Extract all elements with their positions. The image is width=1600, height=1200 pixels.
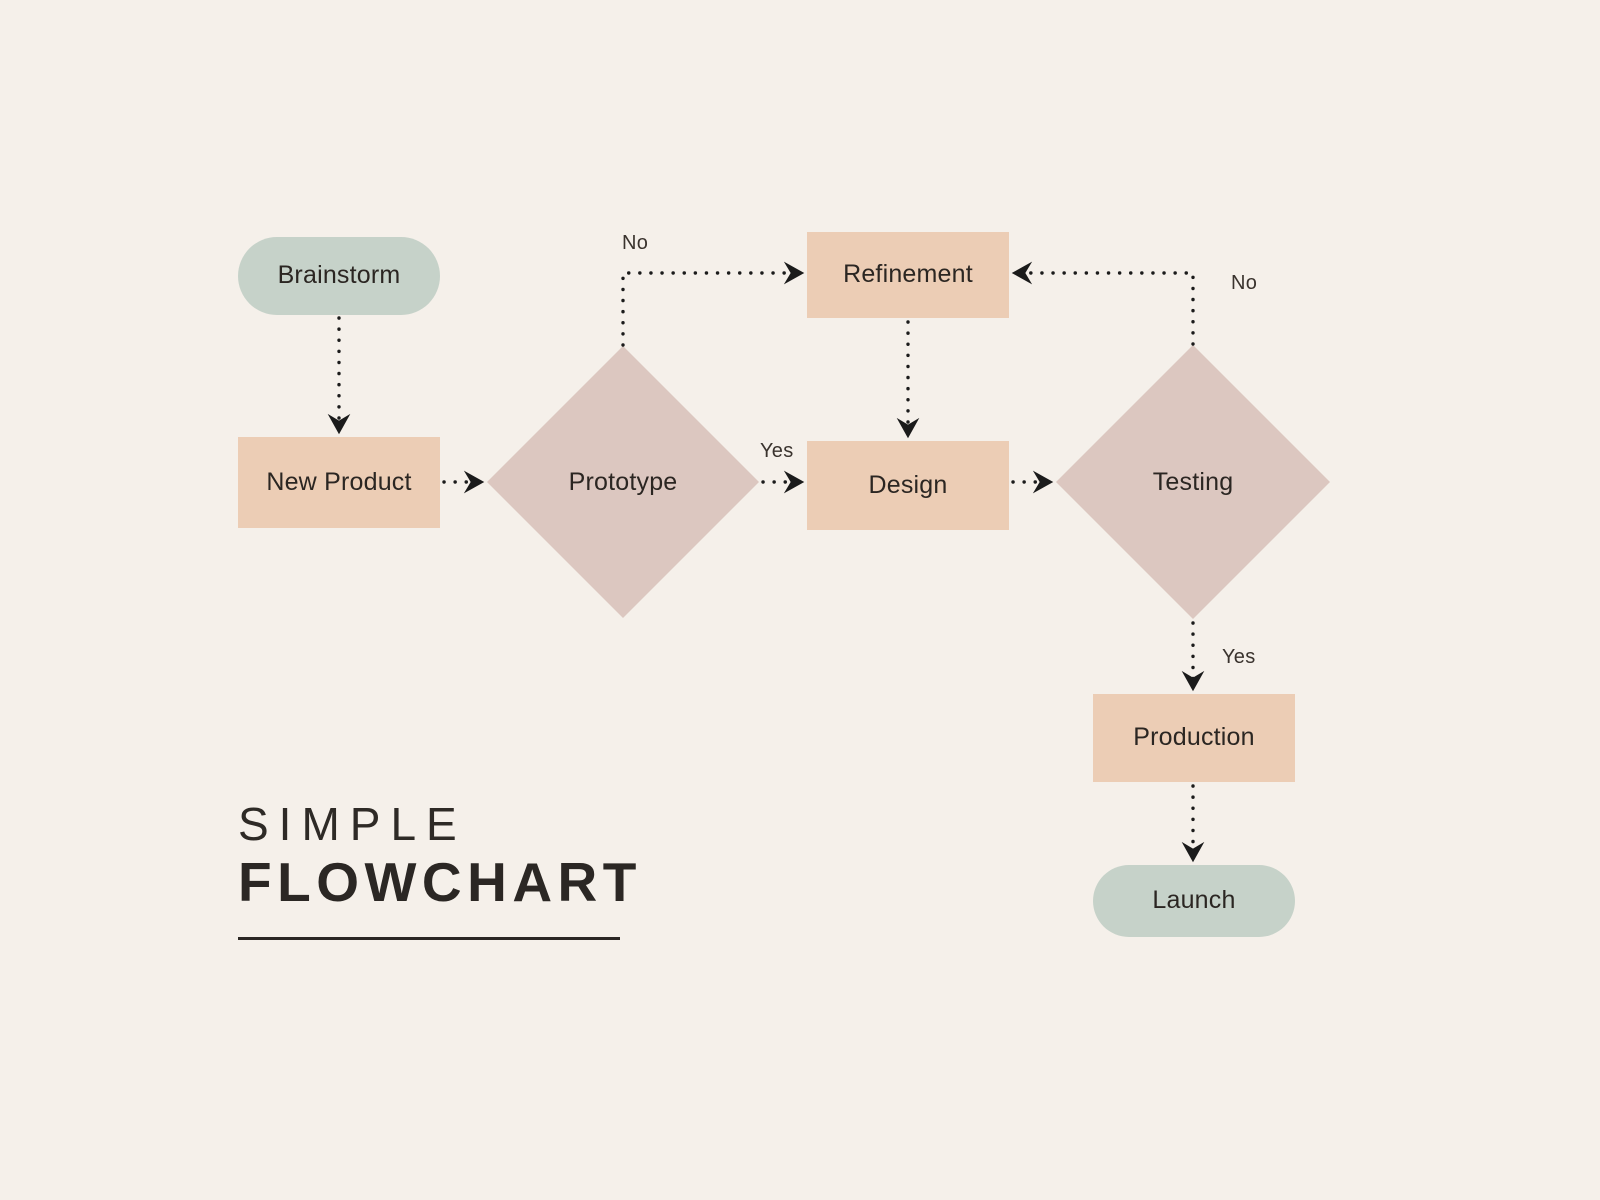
node-prototype-label: Prototype bbox=[568, 467, 678, 496]
node-testing-label: Testing bbox=[1152, 467, 1234, 496]
node-launch[interactable]: Launch bbox=[1093, 865, 1295, 937]
node-refinement-label: Refinement bbox=[843, 260, 973, 289]
node-prototype[interactable]: Prototype bbox=[487, 447, 759, 517]
node-testing[interactable]: Testing bbox=[1056, 447, 1330, 517]
node-launch-label: Launch bbox=[1152, 886, 1236, 915]
edge-label-prototype-no: No bbox=[622, 232, 649, 254]
page-title-line-1: SIMPLE bbox=[238, 798, 467, 850]
node-new-product[interactable]: New Product bbox=[238, 437, 440, 528]
edge-label-testing-yes: Yes bbox=[1222, 646, 1256, 668]
node-testing-shape[interactable] bbox=[1056, 345, 1330, 619]
node-production[interactable]: Production bbox=[1093, 694, 1295, 782]
node-design-label: Design bbox=[868, 470, 948, 499]
node-refinement[interactable]: Refinement bbox=[807, 232, 1009, 318]
edge-label-testing-no: No bbox=[1231, 272, 1258, 294]
node-brainstorm[interactable]: Brainstorm bbox=[238, 237, 440, 315]
node-new-product-label: New Product bbox=[266, 467, 412, 496]
title-divider bbox=[238, 937, 620, 941]
node-brainstorm-label: Brainstorm bbox=[277, 261, 401, 290]
edge-testing-to-refinement bbox=[1011, 261, 1195, 346]
edge-prototype-to-refinement bbox=[621, 261, 805, 347]
title-block: SIMPLE FLOWCHART bbox=[238, 798, 658, 941]
edge-label-prototype-yes: Yes bbox=[760, 440, 794, 462]
page-title-line-2: FLOWCHART bbox=[238, 850, 642, 913]
node-design[interactable]: Design bbox=[807, 441, 1009, 530]
node-production-label: Production bbox=[1133, 723, 1255, 752]
node-prototype-shape[interactable] bbox=[487, 346, 759, 618]
